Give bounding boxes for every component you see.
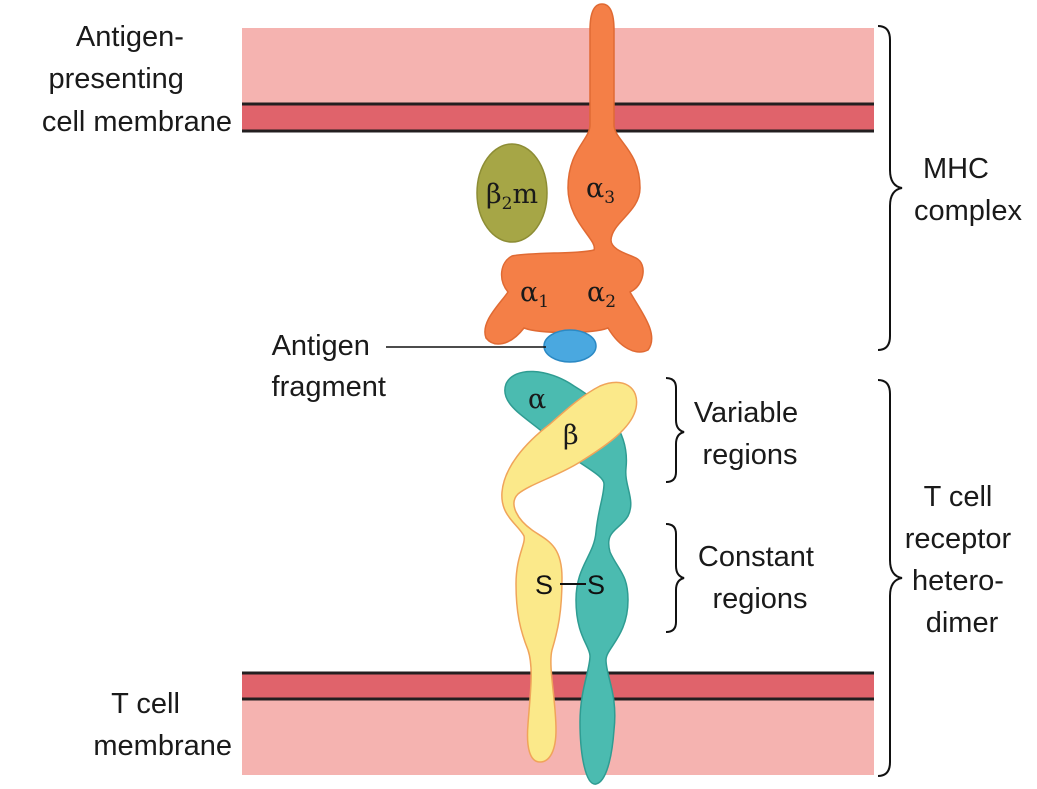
tcr-heterodimer-label: T cell receptor hetero- dimer [905,481,1019,639]
apc-membrane-label: Antigen- presenting cell membrane [42,21,232,138]
antigen-fragment [543,329,597,363]
disulfide-left-label: S [535,570,553,600]
alpha1-label: α1 [520,277,549,312]
variable-regions-label: Variable regions [694,397,806,471]
b2m-domain [476,143,548,243]
constant-brace [665,523,685,633]
mhc-alpha-chain [484,3,653,353]
tcr-alpha-chain [504,370,632,785]
variable-brace [665,377,685,483]
constant-regions-label: Constant regions [698,541,822,615]
tcr-alpha-label: α [528,384,546,415]
tcr-beta-label: β [563,420,579,451]
alpha3-label: α3 [586,173,615,208]
tcell-membrane-label: T cell membrane [93,688,232,762]
tcr-brace [877,379,903,777]
antigen-fragment-label: Antigen fragment [272,330,386,403]
disulfide-right-label: S [587,570,605,600]
tcell-membrane [242,671,874,775]
apc-membrane [242,28,874,133]
mhc-brace [877,25,903,351]
alpha2-label: α2 [587,277,616,312]
tcr-beta-chain [501,381,638,763]
b2m-label: β2m [486,179,538,214]
mhc-complex-label: MHC complex [914,153,1022,227]
